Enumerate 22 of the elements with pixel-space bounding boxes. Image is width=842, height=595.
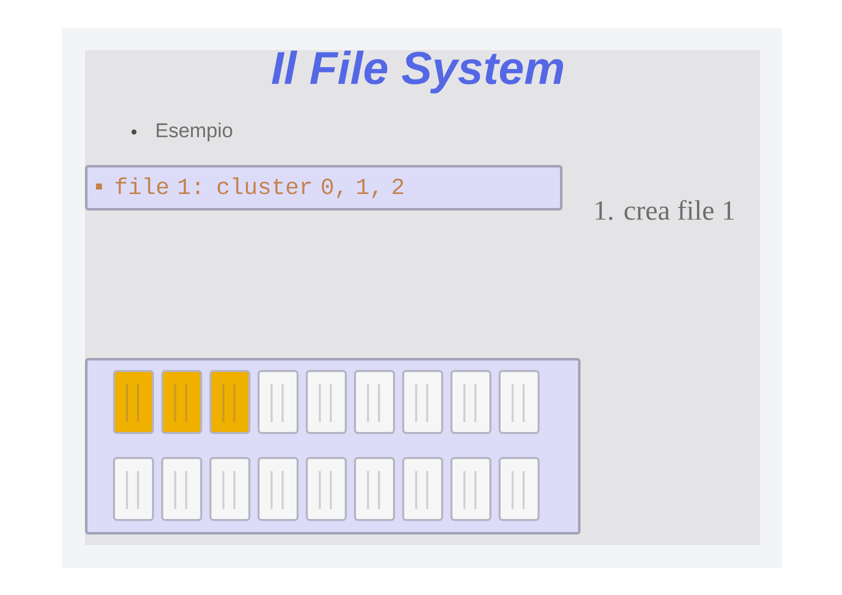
cluster-block	[209, 370, 250, 434]
cluster-block	[113, 457, 154, 521]
cluster-block	[498, 370, 540, 434]
slide-title: Il File System	[272, 50, 564, 94]
cluster-block	[354, 457, 395, 521]
cluster-block	[306, 370, 347, 434]
cluster-block	[161, 370, 202, 434]
cluster-block	[209, 457, 250, 521]
cluster-block	[354, 370, 395, 434]
cluster-block	[258, 370, 299, 434]
cluster-block	[258, 457, 299, 521]
text-box: file 1: cluster 0, 1, 2	[85, 165, 562, 210]
cluster-block	[306, 457, 347, 521]
cluster-block	[113, 370, 154, 434]
cluster-block	[450, 457, 492, 521]
cluster-block	[402, 457, 444, 521]
cluster-block	[161, 457, 202, 521]
text-label: 1. crea file 1	[596, 200, 734, 220]
cluster-block	[498, 457, 540, 521]
cluster-block	[402, 370, 444, 434]
text-label: Esempio	[156, 122, 232, 142]
cluster-block	[450, 370, 492, 434]
